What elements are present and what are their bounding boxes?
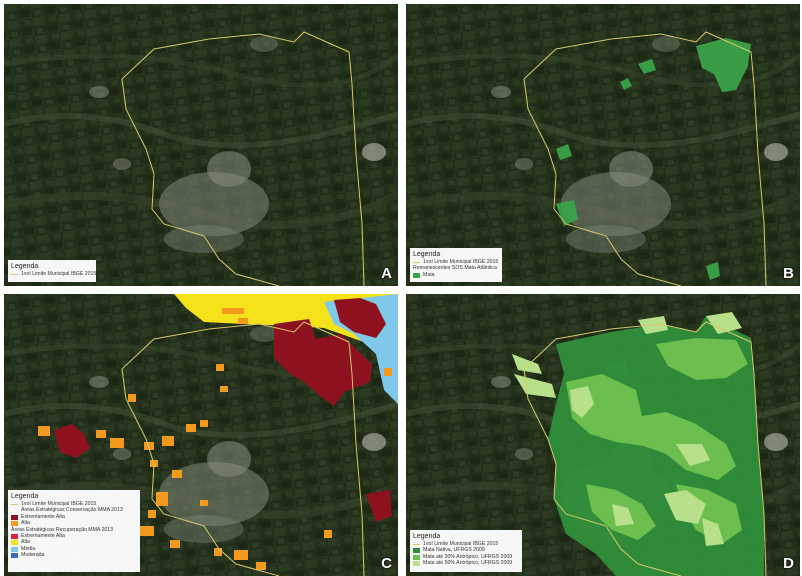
legend-group-conservacao: Áreas Estratégicas Conservação MMA 2013: [21, 507, 123, 514]
legend-item-rec-moderada: Moderada: [11, 552, 136, 558]
legend-item-cons-ext-alta: Extremamente Alta: [11, 514, 136, 520]
legend-item-rec-ext-alta: Extremamente Alta: [11, 533, 136, 539]
legend-item-mata-50: Mata até 50% Antrópico, UFRGS 2009: [413, 560, 518, 566]
legend-item-boundary: 1voí Limite Municipal IBGE 2015: [413, 541, 518, 547]
satellite-image-b: [406, 4, 800, 286]
legend-item-boundary: 1voí Limite Municipal IBGE 2015: [11, 271, 96, 277]
mata-50-swatch: [413, 560, 420, 566]
satellite-image-a: [4, 4, 398, 286]
cons-ext-alta-swatch: [11, 514, 18, 520]
map-panel-d: Legenda 1voí Limite Municipal IBGE 2015 …: [406, 294, 800, 576]
panel-letter-a: A: [381, 265, 392, 282]
legend-c: Legenda 1voí Limite Municipal IBGE 2015 …: [8, 490, 140, 572]
boundary-swatch: [11, 273, 18, 275]
rec-ext-alta-swatch: [11, 533, 18, 539]
rec-alta-swatch: [11, 540, 18, 546]
map-panel-c: Legenda 1voí Limite Municipal IBGE 2015 …: [4, 294, 398, 576]
legend-item-mata-30: Mata até 30% Antrópico, UFRGS 2009: [413, 554, 518, 560]
legend-title: Legenda: [413, 533, 441, 540]
mata-30-swatch: [413, 554, 420, 560]
mata-remnants: [556, 38, 751, 280]
legend-group-recuperacao: Áreas Estratégicas Recuperação MMA 2013: [11, 526, 114, 533]
legend-d: Legenda 1voí Limite Municipal IBGE 2015 …: [410, 530, 522, 572]
satellite-image-d: [406, 294, 800, 576]
mata-nativa-swatch: [413, 548, 420, 554]
legend-item-boundary: 1voí Limite Municipal IBGE 2015: [11, 501, 136, 507]
legend-title: Legenda: [11, 263, 39, 270]
rec-moderada-swatch: [11, 552, 18, 558]
legend-item-rec-media: Média: [11, 546, 136, 552]
panel-letter-b: B: [783, 265, 794, 282]
legend-item-boundary: 1voí Limite Municipal IBGE 2015: [413, 259, 498, 265]
map-panel-a: Legenda 1voí Limite Municipal IBGE 2015 …: [4, 4, 398, 286]
legend-item-mata: Mata: [413, 272, 498, 278]
map-panel-b: Legenda 1voí Limite Municipal IBGE 2015 …: [406, 4, 800, 286]
conservation-extremamente-alta-areas: [54, 298, 392, 522]
mata-50-areas: [514, 312, 742, 546]
mata-swatch: [413, 272, 420, 278]
panel-letter-d: D: [783, 555, 794, 572]
mata-50-outer-area: [512, 354, 542, 374]
legend-a: Legenda 1voí Limite Municipal IBGE 2015: [8, 260, 96, 282]
boundary-swatch: [11, 503, 18, 505]
legend-b: Legenda 1voí Limite Municipal IBGE 2015 …: [410, 248, 502, 282]
legend-item-remanescentes: Remanescentes SOS Mata Atlântica: [413, 265, 497, 272]
boundary-swatch: [413, 543, 420, 545]
legend-item-cons-alta: Alta: [11, 520, 136, 526]
boundary-swatch: [413, 261, 420, 263]
panel-letter-c: C: [381, 555, 392, 572]
legend-title: Legenda: [413, 251, 441, 258]
legend-item-rec-alta: Alta: [11, 539, 136, 545]
mata-nativa-outer-area: [606, 360, 630, 378]
legend-item-mata-nativa: Mata Nativa, UFRGS 2009: [413, 547, 518, 553]
legend-title: Legenda: [11, 493, 39, 500]
rec-media-swatch: [11, 546, 18, 552]
satellite-image-c: [4, 294, 398, 576]
cons-alta-swatch: [11, 520, 18, 526]
